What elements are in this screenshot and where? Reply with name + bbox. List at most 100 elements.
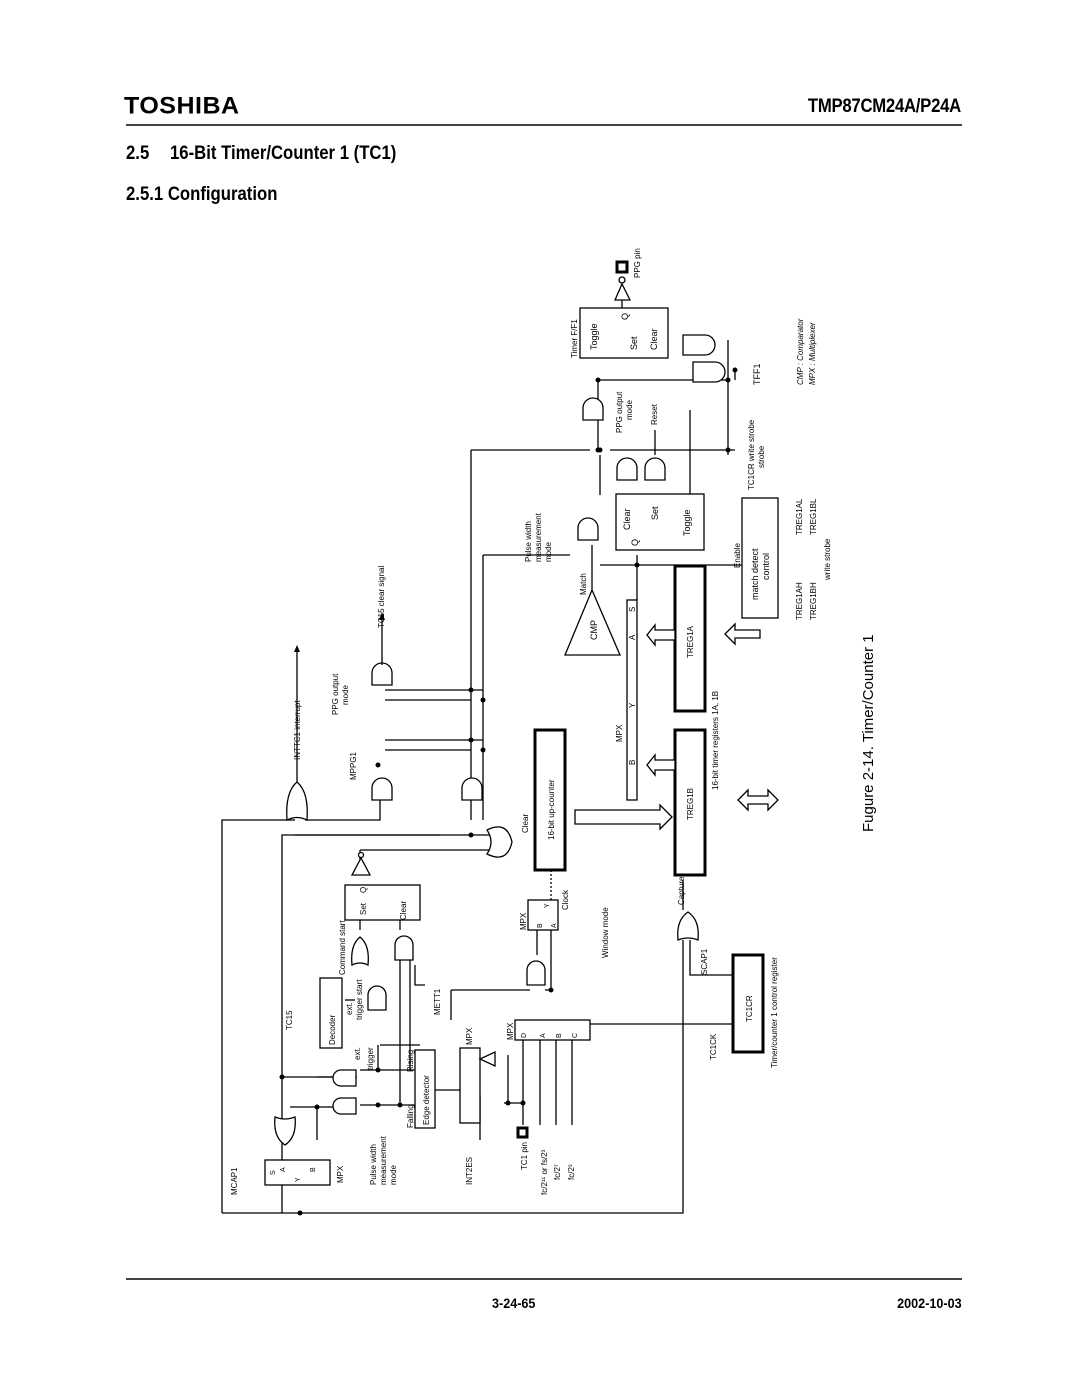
brand-logo: TOSHIBA [124,92,240,120]
diagram-label: INTTC1 interrupt [293,700,302,760]
diagram-label: SCAP1 [700,948,709,975]
diagram-label: Y [295,1177,302,1182]
toggle-ff-block: Clear Set Toggle Q [615,457,705,551]
diagram-label: Reset [650,403,659,425]
pw-label-b3: mode [389,1164,398,1185]
diagram-label: Q [620,313,630,320]
diagram-label: fc/2³ [567,1164,576,1180]
diagram-label: MPX [336,1165,345,1183]
decoder-block: Decoder TC15 ext. trigger start ext. tri… [285,977,442,1070]
diagram-label: Clear [622,508,632,530]
diagram-label: TC1CR write strobe [747,419,756,490]
diagram-label: MPX : Multiplexer [808,322,817,385]
edge-detector: Edge detector Rising Falling Pulse width… [332,1049,436,1185]
diagram-label: Edge detector [422,1075,431,1125]
part-number: TMP87CM24A/P24A [807,96,961,117]
diagram-label: MPPG1 [349,751,358,780]
diagram-label: Clear [521,814,530,833]
inttc1-or: INTTC1 interrupt [286,645,308,822]
diagram-label: MPX [506,1022,515,1040]
diagram-label: MPX [519,912,528,930]
section-title: 16-Bit Timer/Counter 1 (TC1) [170,143,397,164]
diagram-label: Falling [406,1104,415,1128]
int2es-mpx: MPX INT2ES [459,1027,496,1185]
diagram-label: 16-bit timer registers 1A, 1B [711,691,720,790]
diagram-label: Set [650,506,660,520]
diagram-label: CMP [589,620,599,640]
up-counter-block: 16-bit up-counter Clear [486,728,567,872]
header-rule [126,124,962,126]
treg1a-block: TREG1A [673,564,707,713]
diagram-label: Set [629,336,639,350]
diagram-label: C [572,1033,579,1038]
diagram-label: D [521,1033,528,1038]
subsection-heading: 2.5.1 Configuration [126,184,278,205]
diagram-label: TREG1AH [795,582,804,620]
control-label: control [761,553,771,580]
match-detect-label: match detect [750,548,760,600]
footer-rule [126,1278,962,1280]
diagram-label: Toggle [682,509,692,536]
diagram-label: A [551,923,558,928]
command-start-ff: Set Clear Q Command start [338,851,421,1011]
trigger-start-label: trigger start [355,979,364,1020]
diagram-label: B [310,1167,317,1172]
diagram-label: fc/2¹¹ or fs/2³ [540,1149,549,1195]
footer-date: 2002-10-03 [897,1295,962,1311]
bus-arrows [574,622,779,831]
page-number: 3-24-65 [492,1295,536,1311]
capture-or: Capture SCAP1 [677,876,709,975]
clock-mpx: MPX B A Y Clock Window mode [519,889,610,986]
pw-label-1: Pulse width [524,521,533,562]
diagram-label: TC15 [285,1010,294,1030]
diagram-label: TREG1BH [809,582,818,620]
diagram-label: INT2ES [465,1157,474,1185]
diagram-label: Decoder [328,1014,337,1045]
diagram-label: TC1CK [709,1033,718,1060]
tff1-gates: TFF1 TC1CR write strobe strobe [682,334,766,490]
ext-label-2: ext. [353,1047,362,1060]
diagram-label: Match [579,573,588,595]
treg1b-block: TREG1B 16-bit timer registers 1A, 1B [673,691,720,877]
diagram-label: Timer F/F1 [570,319,579,358]
diagram-label: Timer/counter 1 control register [770,957,779,1068]
diagram-label: TC15 clear signal [377,566,386,628]
diagram-label: Y [628,702,637,708]
ppg-mode-label-2: mode [341,684,350,705]
ppg-output-and: PPG output mode Reset [582,391,659,433]
source-mpx: MPX D A B C TC1 pin fc/2¹¹ or fs/2³ fc/2… [506,1019,591,1195]
figure-caption: Fugure 2-14. Timer/Counter 1 [860,634,877,832]
diagram-label: Enable [733,543,742,568]
timer-ff-block: Timer F/F1 Toggle Set Clear Q [570,307,669,359]
legend: CMP : Comparator MPX : Multiplexer [796,318,817,385]
diagram-label: A [628,634,637,640]
diagram-label: fc/2⁷ [553,1164,562,1180]
diagram-label: Clear [649,328,659,350]
diagram-label: CMP : Comparator [796,318,805,385]
wires [221,340,745,1214]
diagram-label: TFF1 [752,364,762,386]
diagram-label: MCAP1 [230,1167,239,1195]
ppg-output-mode-label: PPG output [615,391,624,433]
tc1cr-block: TC1CR TC1CK Timer/counter 1 control regi… [709,953,779,1068]
pulse-width-and: Pulse width measurement mode [524,512,599,562]
diagram-label: MPX [615,724,624,742]
match-detect-block: Enable match detect control TREG1AL TREG… [733,497,832,620]
mpx-a-b: S A Y B MPX [615,599,638,801]
diagram-label: Q [359,887,368,893]
pw-label-b1: Pulse width [369,1144,378,1185]
diagram-label: 16-bit up-counter [547,779,556,840]
diagram-label: B [628,760,637,765]
diagram-label: Command start [338,920,347,975]
ppg-and-gates: TC15 clear signal MPPG1 PPG output mode [331,566,483,801]
diagram-label: Window mode [601,907,610,958]
diagram-label: Capture [677,876,686,905]
diagram-label: write strobe [823,538,832,581]
trigger-label: trigger [366,1047,375,1070]
diagram-label: MPX [465,1027,474,1045]
diagram-label: S [270,1170,277,1175]
ppg-output-label-2: PPG output [331,673,340,715]
diagram-label: Q [630,539,640,546]
ext-label: ext. [345,1002,354,1015]
